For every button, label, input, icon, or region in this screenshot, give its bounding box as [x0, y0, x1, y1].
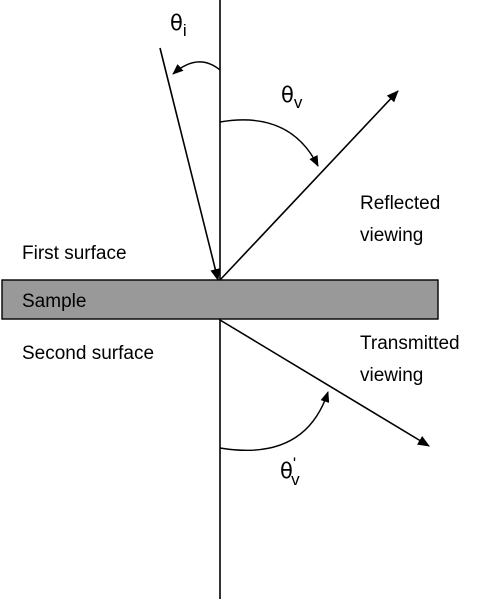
transmitted-angle-arc [219, 391, 330, 452]
transmitted-viewing-label-line1: Transmitted [360, 333, 460, 354]
reflected-ray [219, 90, 399, 281]
second-surface-label: Second surface [22, 343, 154, 364]
incident-ray [159, 47, 221, 281]
first-surface-label: First surface [22, 243, 127, 264]
incidence-angle-label: θi [170, 11, 187, 40]
transmitted-ray [219, 319, 430, 447]
reflected-viewing-label-line2: viewing [360, 225, 423, 246]
reflected-viewing-label-line1: Reflected [360, 193, 440, 214]
reflected-angle-arc [219, 119, 319, 167]
incidence-angle-arc [172, 61, 221, 75]
reflected-angle-label: θv [281, 83, 303, 112]
transmitted-angle-label: θ'v [280, 454, 300, 489]
transmitted-viewing-label-line2: viewing [360, 365, 423, 386]
sample-label: Sample [22, 291, 86, 312]
sample-slab [1, 279, 439, 320]
